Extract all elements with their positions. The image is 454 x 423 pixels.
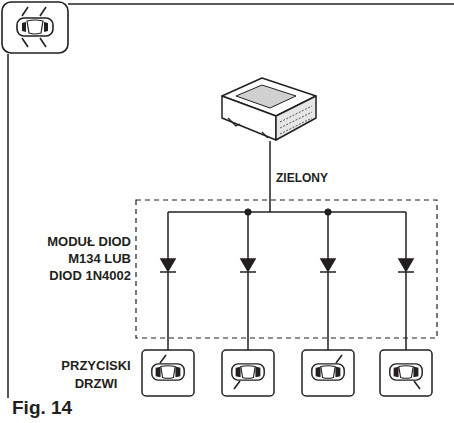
all-doors-icon [2, 2, 68, 53]
part-label: PRZYCISKI DRZWI [54, 357, 138, 393]
wire-color-label: ZIELONY [276, 171, 328, 185]
junction-dot [245, 209, 252, 216]
frame-line [68, 3, 454, 5]
diode-module-outline [136, 200, 437, 338]
figure-caption: Fig. 14 [12, 397, 72, 419]
wires [168, 141, 406, 350]
alarm-module [222, 78, 316, 140]
junction-dot [325, 209, 332, 216]
diode-symbol [160, 259, 414, 272]
frame-line [7, 54, 9, 398]
part-label: MODUŁ DIOD M134 LUB DIOD 1N4002 [38, 233, 131, 284]
door-button-icon [142, 350, 432, 396]
